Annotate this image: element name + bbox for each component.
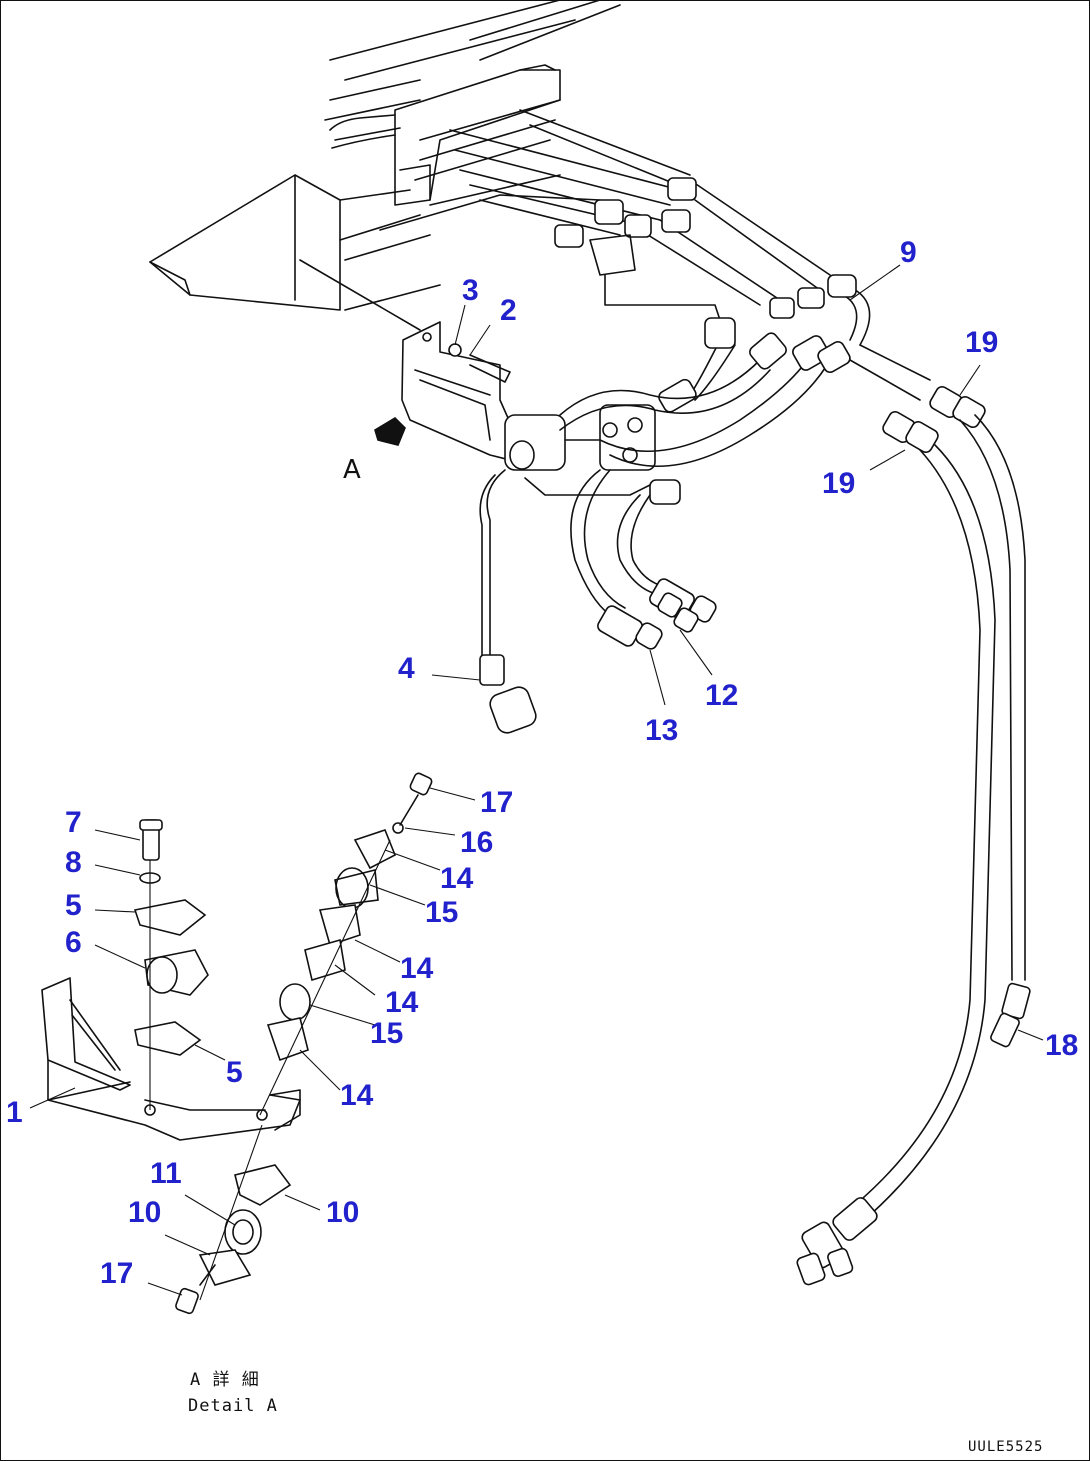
hoses-mid bbox=[559, 274, 931, 468]
callout-15: 15 bbox=[370, 1017, 403, 1050]
callout-17: 17 bbox=[100, 1257, 133, 1290]
callout-9: 9 bbox=[900, 236, 917, 269]
callout-6: 6 bbox=[65, 926, 82, 959]
callout-5: 5 bbox=[226, 1056, 243, 1089]
callout-7: 7 bbox=[65, 806, 82, 839]
callout-13: 13 bbox=[645, 714, 678, 747]
callout-14: 14 bbox=[440, 862, 474, 895]
view-marker-a: A bbox=[343, 455, 361, 485]
right-long-hoses bbox=[796, 386, 1031, 1286]
upper-frame bbox=[149, 0, 621, 311]
callout-14: 14 bbox=[400, 952, 434, 985]
callout-10: 10 bbox=[128, 1196, 161, 1229]
callout-5: 5 bbox=[65, 889, 82, 922]
callout-1: 1 bbox=[6, 1096, 23, 1129]
valve-block bbox=[504, 404, 656, 496]
callout-19: 19 bbox=[822, 467, 855, 500]
callout-10: 10 bbox=[326, 1196, 359, 1229]
detail-caption-en: Detail A bbox=[188, 1396, 278, 1416]
callout-2: 2 bbox=[500, 294, 517, 327]
detail-a-assembly bbox=[41, 772, 433, 1315]
callout-12: 12 bbox=[705, 679, 738, 712]
drawing-code: UULE5525 bbox=[968, 1439, 1044, 1455]
callout-16: 16 bbox=[460, 826, 493, 859]
callout-18: 18 bbox=[1045, 1029, 1078, 1062]
callout-15: 15 bbox=[425, 896, 458, 929]
bracket-mount bbox=[299, 259, 521, 461]
callout-3: 3 bbox=[462, 274, 479, 307]
callout-labels: 1 2 3 4 5 5 6 7 8 9 10 10 11 12 13 14 14… bbox=[6, 236, 1078, 1290]
callout-11: 11 bbox=[150, 1157, 182, 1190]
view-arrow bbox=[374, 416, 406, 446]
callout-19: 19 bbox=[965, 326, 998, 359]
hydraulic-lines-upper bbox=[449, 109, 831, 321]
callout-14: 14 bbox=[340, 1079, 374, 1112]
hoses-down-valve bbox=[479, 469, 717, 734]
callout-17: 17 bbox=[480, 786, 513, 819]
detail-caption-jp: A 詳 細 bbox=[190, 1370, 260, 1390]
leader-lines bbox=[29, 264, 1044, 1296]
callout-8: 8 bbox=[65, 846, 82, 879]
callout-4: 4 bbox=[398, 652, 415, 685]
callout-14: 14 bbox=[385, 986, 419, 1019]
